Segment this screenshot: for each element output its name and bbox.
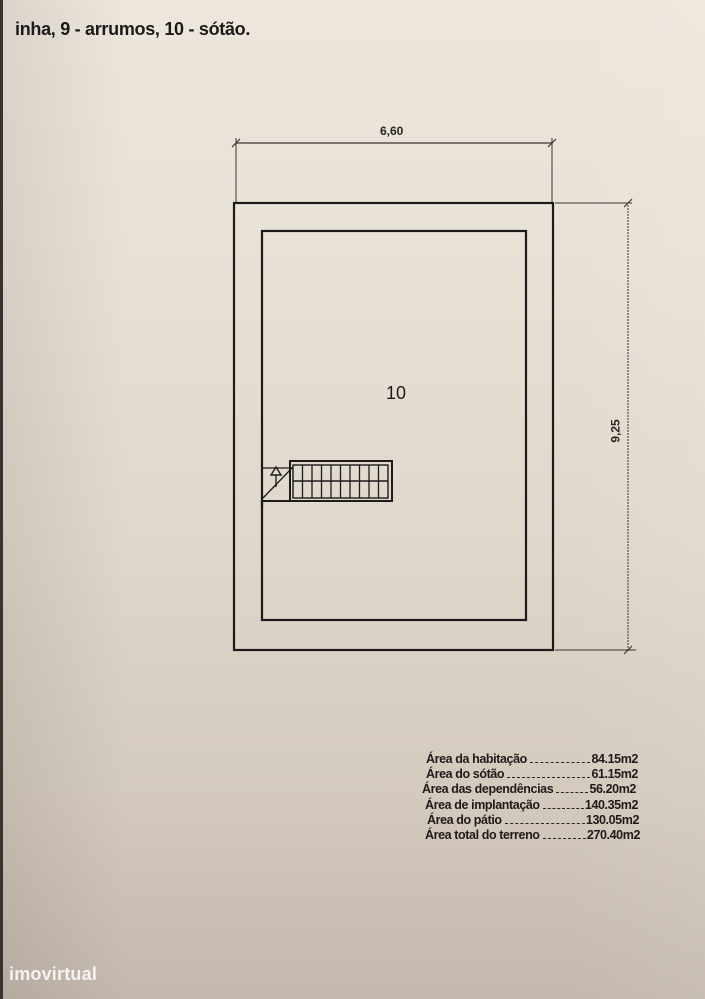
up-arrow-icon [269,465,283,487]
area-value: 56.20m2 [589,782,636,797]
area-row-patio: Área do pátio 130.05m2 [420,813,639,828]
area-summary-table: Área da habitação 84.15m2 Área do sótão … [420,752,650,843]
dimension-tick-bottom [623,645,633,655]
area-label: Área do sótão [426,767,505,782]
area-row-total-terreno: Área total do terreno 270.40m2 [420,828,640,843]
leader-dash [542,807,584,809]
area-row-dependencias: Área das dependências 56.20m2 [420,782,636,797]
area-value: 130.05m2 [585,812,640,827]
dimension-tick-top [623,198,633,208]
leader-dash [542,838,586,840]
dimension-tick-right [547,138,557,148]
walls [232,201,555,652]
area-label: Área total do terreno [425,828,540,843]
area-row-habitacao: Área da habitação 84.15m2 [420,752,638,767]
height-dimension-label: 9,25 [608,419,623,443]
area-value: 84.15m2 [591,752,638,766]
stair-diagonal [262,466,294,499]
leader-dash [556,792,589,794]
area-value: 61.15m2 [591,767,638,782]
area-row-sotao: Área do sótão 61.15m2 [420,767,638,782]
page-heading: inha, 9 - arrumos, 10 - sótão. [15,19,251,39]
area-label: Área do pátio [427,812,502,827]
room-number-label: 10 [386,383,407,403]
outer-wall [232,201,555,652]
page-left-edge [0,0,3,999]
area-label: Área de implantação [425,797,540,812]
imovirtual-watermark: imovirtual [9,964,98,984]
dimension-tick-left [231,138,241,148]
area-label: Área da habitação [426,752,527,766]
inner-wall [260,229,528,622]
area-label: Área das dependências [422,782,554,797]
area-value: 270.40m2 [586,828,641,843]
staircase [262,460,393,502]
leader-dash [504,822,585,824]
dimension-lines [231,138,636,655]
area-row-implantacao: Área de implantação 140.35m2 [420,798,638,813]
leader-dash [507,777,591,779]
leader-dash [529,762,591,763]
area-value: 140.35m2 [584,797,639,812]
width-dimension-label: 6,60 [380,124,404,138]
